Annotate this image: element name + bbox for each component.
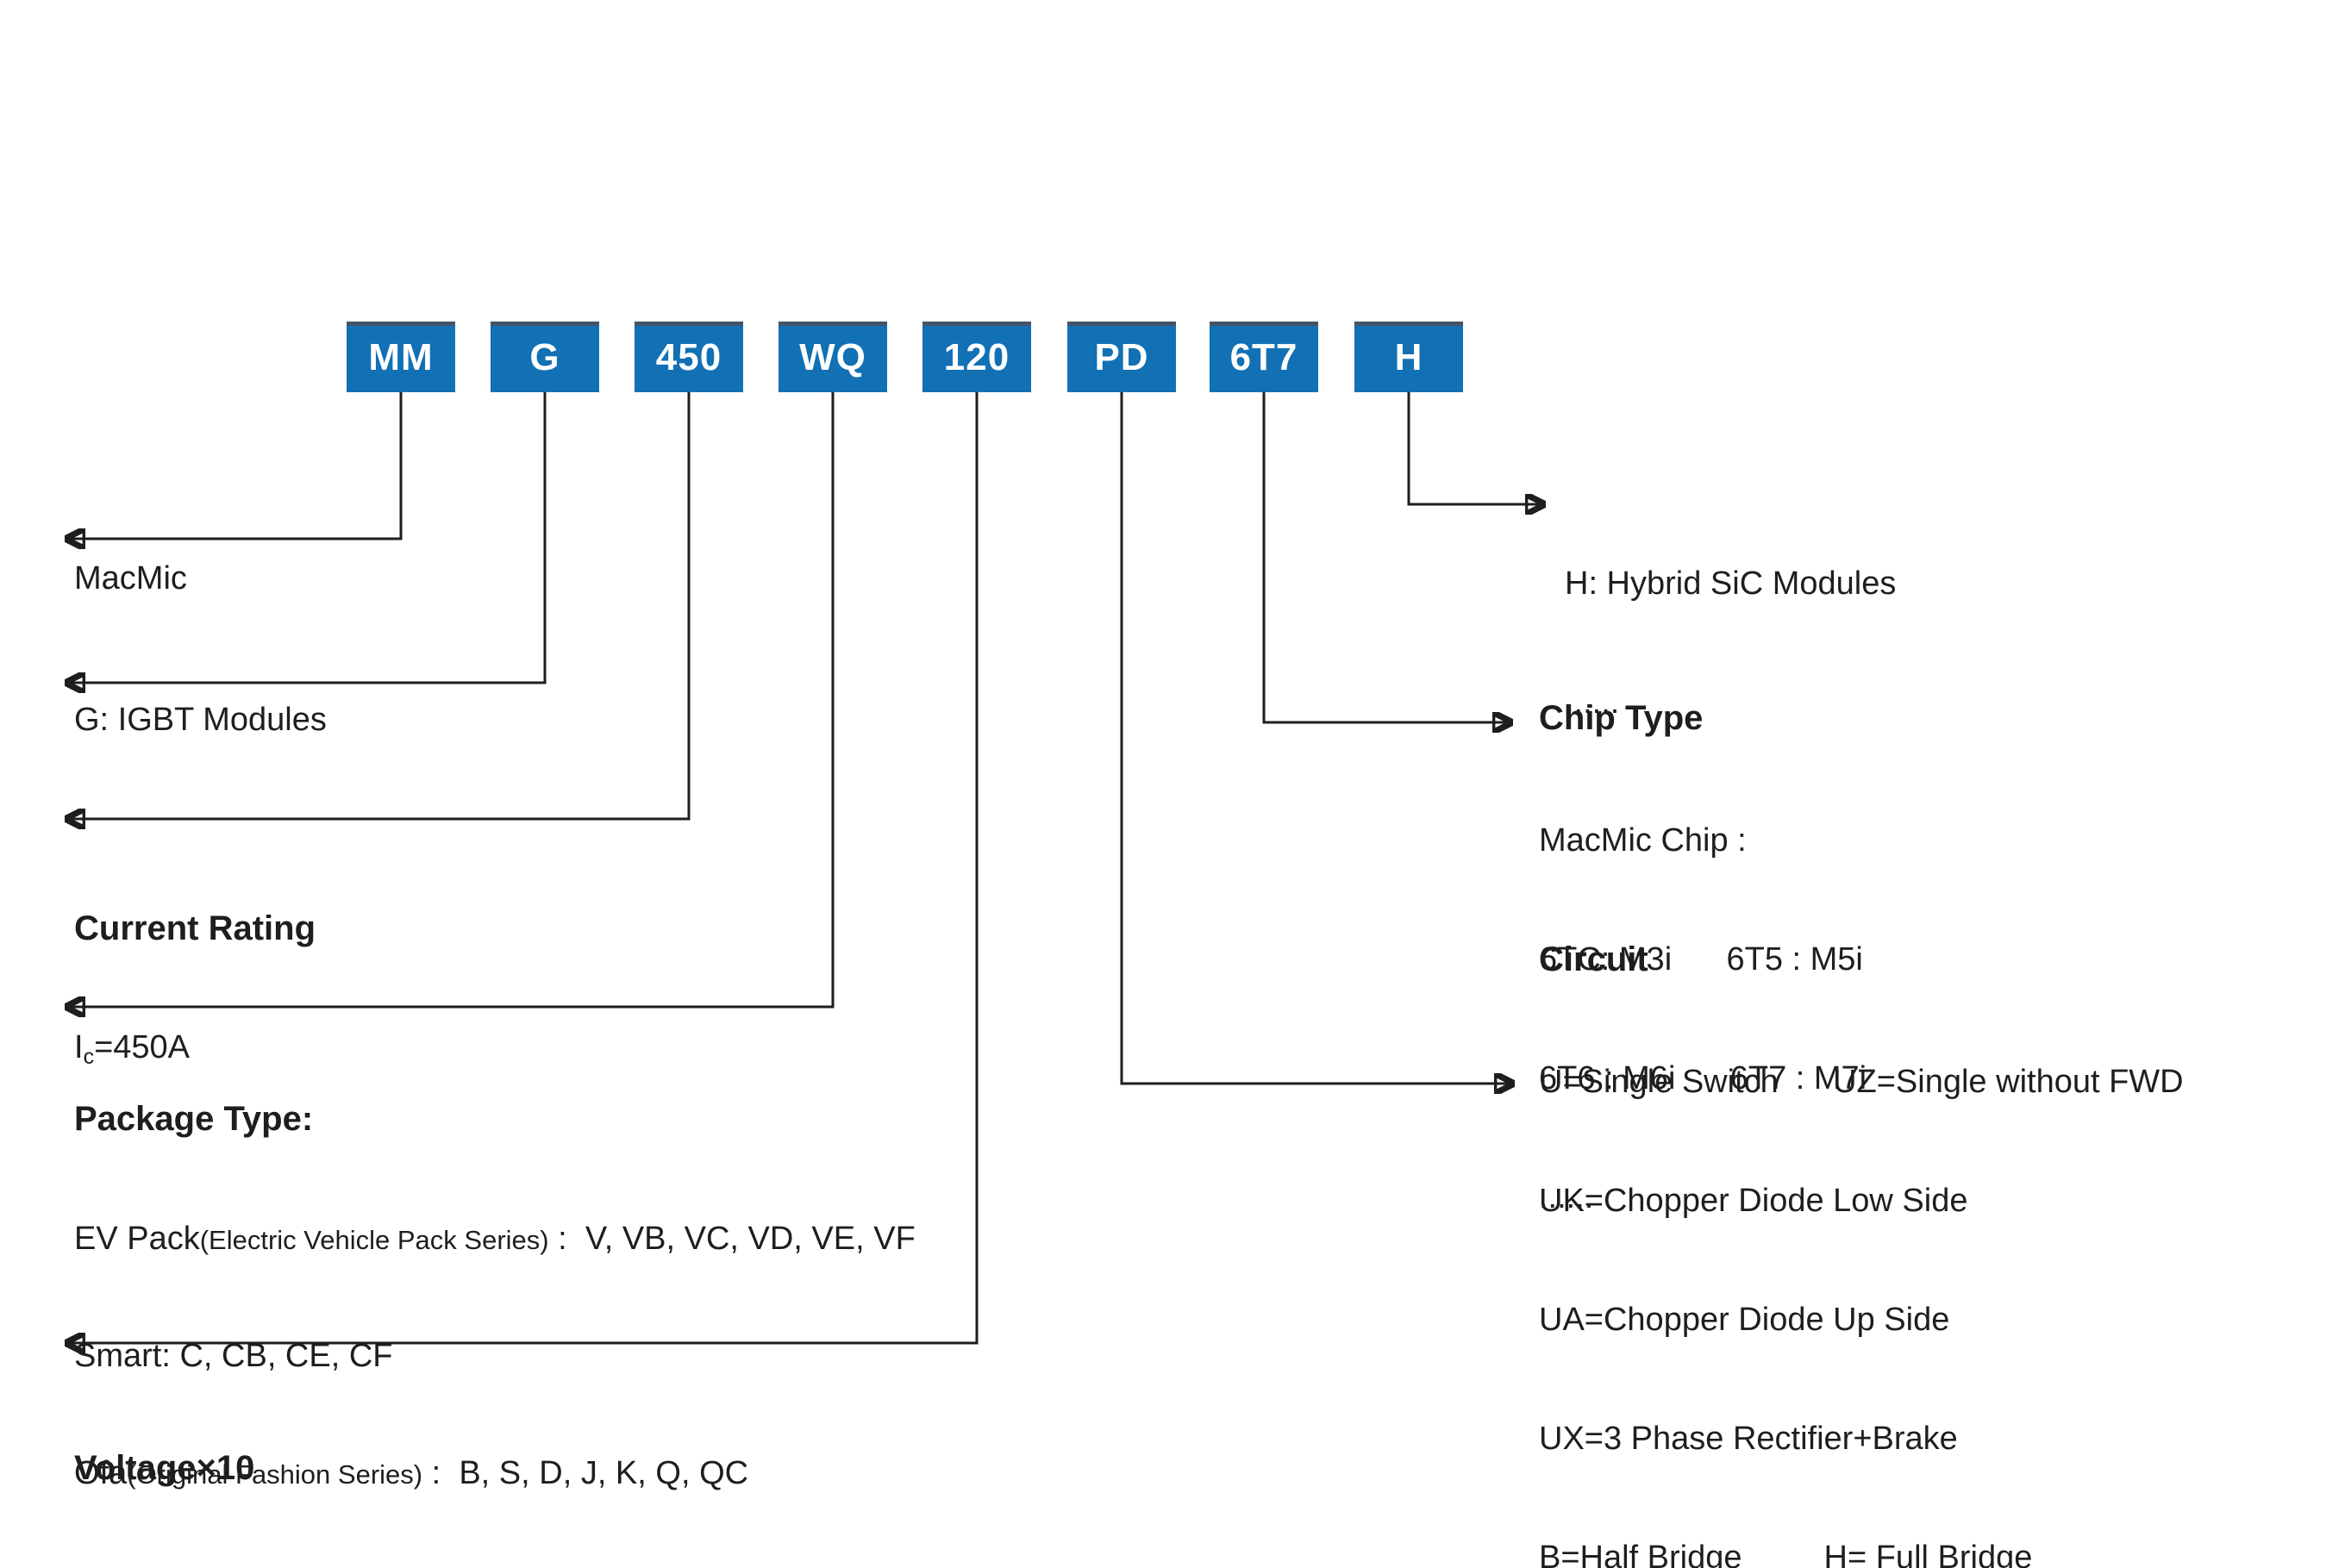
package-type-line: EV Pack(Electric Vehicle Pack Series) : …	[74, 1220, 916, 1259]
connector-hybrid-sic	[1407, 392, 1541, 504]
chip-type-title: Chip Type	[1539, 699, 1704, 737]
chip-type-line: 6TC: M3i 6T5 : M5i	[1539, 941, 1863, 978]
code-box-120: 120	[922, 322, 1031, 392]
circuit-title: Circuit	[1539, 940, 1648, 978]
code-box-g: G	[491, 322, 599, 392]
ellipsis: ......	[1539, 1179, 1594, 1215]
circuit-line: U=Single Switch UZ=Single without FWD	[1539, 1064, 2184, 1100]
code-box-mm: MM	[347, 322, 455, 392]
circuit-block: Circuit U=Single Switch UZ=Single withou…	[1539, 860, 2292, 1568]
chip-type-line: MacMic Chip :	[1539, 822, 1747, 859]
connector-circuit	[1120, 392, 1510, 1084]
code-box-pd: PD	[1067, 322, 1176, 392]
current-value: =450A	[94, 1029, 191, 1065]
code-box-450: 450	[635, 322, 743, 392]
package-type-title: Package Type:	[74, 1100, 314, 1138]
current-symbol: I	[74, 1029, 84, 1065]
current-rating-value: Ic=450A	[74, 1028, 316, 1077]
package-series-codes: : V, VB, VC, VD, VE, VF	[548, 1221, 916, 1257]
code-box-h: H	[1354, 322, 1463, 392]
package-type-block: Package Type: EV Pack(Electric Vehicle P…	[74, 1022, 916, 1568]
package-series-name: EV Pack	[74, 1221, 200, 1257]
package-series-name: Ofa	[74, 1455, 128, 1491]
connector-module-type	[69, 392, 547, 683]
current-rating-block: Current Rating Ic=450A	[74, 829, 316, 1156]
package-type-line: Ofa(Original Fashion Series) : B, S, D, …	[74, 1454, 916, 1494]
chip-type-line: 6T6 : M6i 6T7 : M7i	[1539, 1060, 1867, 1096]
code-box-6t7: 6T7	[1210, 322, 1318, 392]
circuit-line: B=Half Bridge H= Full Bridge	[1539, 1540, 2033, 1568]
circuit-line: UK=Chopper Diode Low Side	[1539, 1183, 1968, 1219]
code-box-wq: WQ	[779, 322, 887, 392]
package-series-paren: (Electric Vehicle Pack Series)	[199, 1225, 549, 1255]
brand-label: MacMic	[74, 560, 187, 597]
voltage-block: Voltage×10 E.g.120=1200V	[74, 1369, 301, 1568]
module-type-label: G: IGBT Modules	[74, 702, 327, 738]
connector-voltage	[69, 392, 979, 1343]
package-series-codes: : C, CB, CE, CF	[161, 1338, 393, 1374]
voltage-title: Voltage×10	[74, 1449, 255, 1487]
current-rating-title: Current Rating	[74, 909, 316, 947]
circuit-line: UA=Chopper Diode Up Side	[1539, 1302, 1950, 1338]
connector-brand	[69, 392, 403, 539]
chip-type-block: Chip Type MacMic Chip : 6TC: M3i 6T5 : M…	[1539, 619, 1867, 1296]
connector-chip-type	[1262, 392, 1509, 722]
connector-current-rating	[69, 392, 691, 819]
package-type-line: Smart: C, CB, CE, CF	[74, 1337, 916, 1377]
current-subscript: c	[83, 1045, 95, 1069]
package-series-paren: (Original Fashion Series)	[127, 1459, 423, 1490]
package-series-codes: : B, S, D, J, K, Q, QC	[422, 1455, 749, 1491]
package-series-name: Smart	[74, 1338, 162, 1374]
hybrid-sic-label: H: Hybrid SiC Modules	[1565, 565, 1897, 602]
ellipsis: ......	[1565, 684, 1620, 721]
hybrid-sic-block: H: Hybrid SiC Modules ......	[1565, 484, 1896, 802]
connector-package-type	[69, 392, 835, 1007]
circuit-line: UX=3 Phase Rectifier+Brake	[1539, 1421, 1958, 1457]
